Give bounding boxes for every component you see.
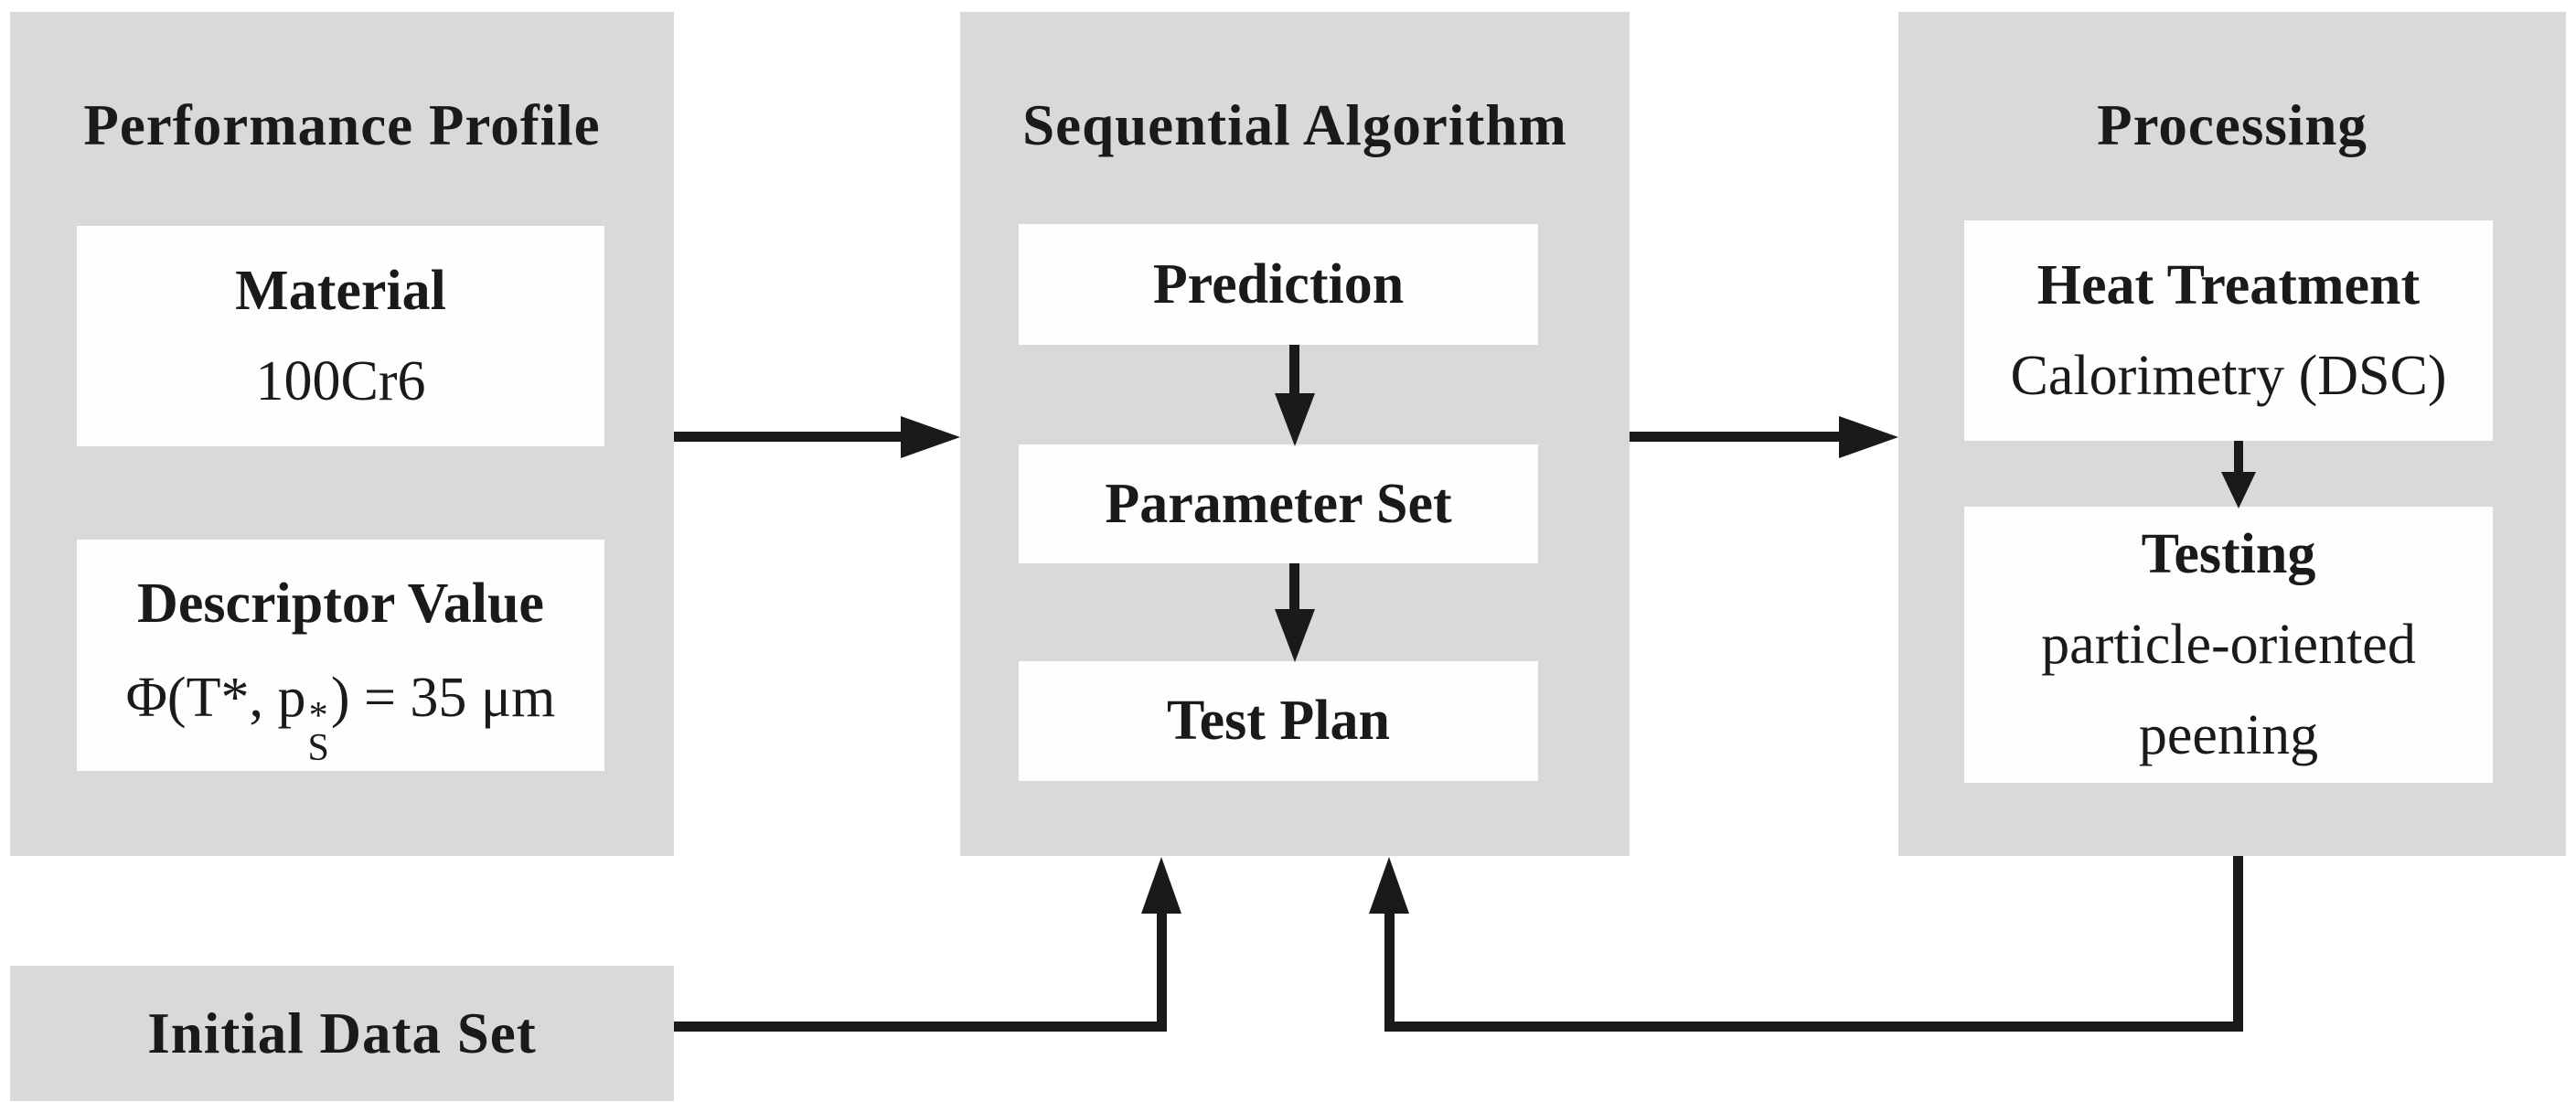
step-test-plan-label: Test Plan xyxy=(1166,690,1391,752)
material-box: Material 100Cr6 xyxy=(77,226,604,446)
step-prediction-box: Prediction xyxy=(1019,224,1538,345)
arrow-initial-to-algorithm-head xyxy=(1141,857,1181,914)
descriptor-value-heading: Descriptor Value xyxy=(137,572,544,635)
step-parameter-set-label: Parameter Set xyxy=(1105,472,1452,535)
processing-title: Processing xyxy=(2097,93,2368,157)
arrow-parameter-to-testplan-head xyxy=(1275,609,1315,662)
arrow-prediction-to-parameter-head xyxy=(1275,393,1315,446)
arrow-performance-to-algorithm-shaft xyxy=(674,432,902,442)
arrow-initial-to-algorithm-vshaft xyxy=(1157,913,1167,1032)
initial-data-set-label: Initial Data Set xyxy=(147,1000,537,1065)
formula-prefix: Φ(T*, p xyxy=(125,666,306,729)
feedback-processing-hshaft xyxy=(1389,1022,2243,1032)
descriptor-formula: Φ(T*, p*S) = 35 μm xyxy=(125,649,556,767)
performance-profile-title: Performance Profile xyxy=(83,93,601,157)
initial-data-set-box: Initial Data Set xyxy=(10,966,674,1101)
formula-p-stack: *S xyxy=(307,694,329,769)
sequential-algorithm-title: Sequential Algorithm xyxy=(1022,93,1567,157)
panel-processing: Processing Heat Treatment Calorimetry (D… xyxy=(1898,12,2566,856)
arrow-initial-to-algorithm-hshaft xyxy=(674,1022,1167,1032)
material-value: 100Cr6 xyxy=(255,349,426,412)
testing-heading: Testing xyxy=(2141,522,2316,585)
feedback-processing-down-shaft xyxy=(2233,856,2243,1032)
step-prediction-label: Prediction xyxy=(1152,252,1405,316)
material-heading: Material xyxy=(235,259,446,322)
step-parameter-set-box: Parameter Set xyxy=(1019,444,1538,563)
feedback-processing-vshaft xyxy=(1384,913,1395,1032)
panel-performance-profile: Performance Profile Material 100Cr6 Desc… xyxy=(10,12,674,856)
testing-line1: particle-oriented xyxy=(2041,613,2416,676)
arrow-algorithm-to-processing-head xyxy=(1839,416,1898,458)
arrow-performance-to-algorithm-head xyxy=(901,416,960,458)
heat-treatment-heading: Heat Treatment xyxy=(2036,253,2421,316)
arrow-parameter-to-testplan-shaft xyxy=(1289,563,1299,611)
heat-treatment-value: Calorimetry (DSC) xyxy=(2010,344,2447,407)
testing-box: Testing particle-oriented peening xyxy=(1964,507,2493,783)
step-test-plan-box: Test Plan xyxy=(1019,661,1538,781)
feedback-processing-head xyxy=(1369,857,1409,914)
formula-p-superscript: * xyxy=(308,694,328,737)
formula-suffix: ) = 35 μm xyxy=(330,666,556,729)
descriptor-value-box: Descriptor Value Φ(T*, p*S) = 35 μm xyxy=(77,540,604,771)
arrow-prediction-to-parameter-shaft xyxy=(1289,345,1299,395)
arrow-algorithm-to-processing-shaft xyxy=(1630,432,1840,442)
heat-treatment-box: Heat Treatment Calorimetry (DSC) xyxy=(1964,220,2493,441)
arrow-heat-to-testing-head xyxy=(2221,472,2256,508)
testing-line2: peening xyxy=(2138,703,2319,766)
arrow-heat-to-testing-shaft xyxy=(2234,441,2243,474)
formula-p-subscript: S xyxy=(307,726,329,769)
